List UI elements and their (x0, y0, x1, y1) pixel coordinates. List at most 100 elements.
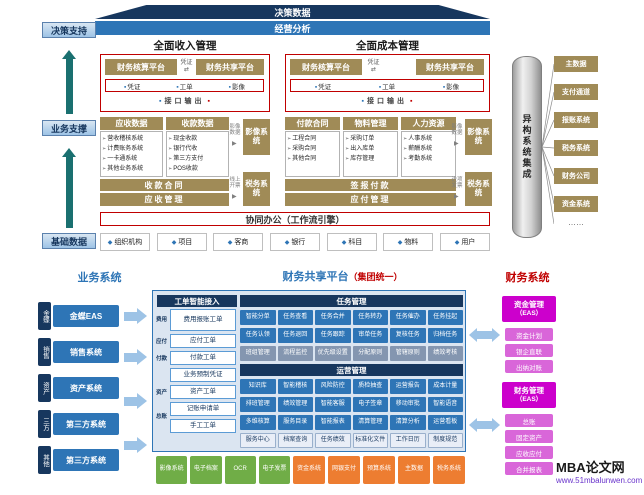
hr-systems-list: 人事系统薪酬系统考勤系统 (401, 131, 456, 177)
collaboration-workflow-bar: 协同办公（工作流引擎） (100, 212, 490, 226)
receivable-data-header: 应收数据 (100, 117, 163, 130)
fund-management-box: 资金管理 （EAS） (502, 296, 556, 322)
list-item: 人事系统 (403, 134, 454, 144)
list-item: 出入库单 (345, 144, 396, 154)
finance-management-title: 财务管理 (514, 385, 544, 395)
voucher-link-label: 凭证 (367, 60, 380, 66)
workorder-access-box: 付款工单 (170, 351, 236, 365)
fund-management-title: 资金管理 (514, 299, 544, 309)
business-system-box: 金蝶EAS (53, 305, 119, 327)
workorder-access-box: 记账申请单 (170, 402, 236, 416)
task-cell: 流程监控 (277, 346, 313, 361)
small-arrow-icon: ▶ (232, 194, 237, 200)
shared-platform-title-sub: （集团统一） (348, 271, 403, 282)
ops-cell: 成本计量 (427, 379, 463, 394)
heterogeneous-integration-cylinder: 异构系统集成 (512, 56, 542, 238)
finance-module-box: 合并报表 (505, 462, 553, 475)
list-item: 第三方支付 (168, 154, 227, 164)
base-data-label: 项目 (178, 239, 193, 246)
workorder-access-box: 应付工单 (170, 334, 236, 348)
sign-payment-bar: 签报付款 (285, 179, 456, 191)
support-system-box: 主数据 (398, 456, 430, 484)
task-row: 任务认领任务退回任务跟踪审单任务复核任务归档任务 (240, 328, 463, 343)
integrated-system-box: 报账系统 (554, 112, 598, 128)
ops-support-row: 服务中心档案查询任务绩效标准化文件工作日历制度规范 (240, 433, 463, 448)
output-square-icon: ▪ (159, 97, 162, 105)
small-arrow-icon: ▶ (454, 141, 459, 147)
base-data-label: 物料 (404, 239, 419, 246)
task-rule-row: 班组管理流程监控优先级设置分配原则管辖原则绩效考核 (240, 346, 463, 361)
ops-cell: 服务中心 (240, 433, 276, 448)
data-type-chip: 凭证 (315, 81, 331, 91)
base-data-label: 组织机构 (114, 239, 143, 246)
data-type-chip: 影像 (443, 81, 459, 91)
integrated-system-box: 财务公司 (554, 168, 598, 184)
access-category-label: 应付 (156, 339, 168, 345)
access-category-label: 资产 (156, 390, 168, 396)
base-data-item: ◆ 客商 (213, 233, 263, 251)
cost-tax-note: 进项发票 (451, 177, 463, 190)
data-diamond-icon: ◆ (284, 239, 290, 246)
list-item: 其他合同 (287, 154, 338, 164)
list-item: 考勤系统 (403, 154, 454, 164)
task-cell: 管辖原则 (390, 346, 426, 361)
task-cell: 智能分单 (240, 310, 276, 325)
data-diamond-icon: ◆ (341, 239, 347, 246)
operations-management-header: 运营管理 (240, 364, 463, 376)
business-category-tab: 其他 (38, 446, 51, 474)
task-cell: 任务认领 (240, 328, 276, 343)
task-cell: 分配原则 (352, 346, 388, 361)
base-data-item: ◆ 用户 (440, 233, 490, 251)
support-system-box: 影像系统 (156, 456, 188, 484)
hr-header: 人力资源 (401, 117, 456, 130)
revenue-voucher-link: 凭证 ⇄ (178, 60, 195, 73)
list-item: 现金收款 (168, 134, 227, 144)
access-category-label: 付款 (156, 356, 168, 362)
integrated-system-ellipsis: …… (568, 217, 584, 227)
finance-management-sub: （EAS） (515, 395, 543, 403)
list-item: 工程合同 (287, 134, 338, 144)
interface-output-label: 接口输出 (164, 98, 205, 105)
payment-contract-header: 付款合同 (285, 117, 340, 130)
ops-cell: 工作日历 (390, 433, 426, 448)
integration-connector-lines (542, 63, 554, 225)
interface-output-label: 接口输出 (367, 98, 407, 105)
data-type-chip: 凭证 (124, 81, 140, 91)
revenue-section-title: 全面收入管理 (153, 39, 217, 52)
watermark-url: www.51mbalunwen.com (556, 476, 643, 485)
task-cell: 任务挂起 (427, 310, 463, 325)
cost-sharing-platform-box: 财务共享平台 (416, 59, 484, 75)
ops-cell: 智能报表 (315, 415, 351, 430)
cost-voucher-link: 凭证 ⇄ (365, 60, 382, 73)
support-system-box: 资金系统 (293, 456, 325, 484)
collection-contract-bar: 收款合同 (100, 179, 229, 191)
fund-module-box: 资金计划 (505, 328, 553, 341)
output-square-icon: ▪ (361, 97, 364, 105)
ops-row: 排班管理绩效管理智能客服电子签章移动审批智能语音 (240, 397, 463, 412)
ops-cell: 任务绩效 (315, 433, 351, 448)
base-data-label: 科目 (348, 239, 363, 246)
list-item: 一卡通系统 (102, 154, 161, 164)
ops-cell: 移动审批 (390, 397, 426, 412)
finance-management-box: 财务管理 （EAS） (502, 382, 556, 408)
revenue-image-note: 影像数据 (229, 124, 241, 137)
finance-module-box: 固定资产 (505, 430, 553, 443)
list-item: 银行代收 (168, 144, 227, 154)
task-cell: 任务催办 (390, 310, 426, 325)
ops-cell: 档案查询 (277, 433, 313, 448)
support-system-box: 预算系统 (363, 456, 395, 484)
small-arrow-icon: ▶ (454, 194, 459, 200)
list-item: 采购订单 (345, 134, 396, 144)
revenue-datatypes-strip: 凭证工单影像 (105, 79, 264, 92)
business-analysis-bar: 经营分析 (95, 21, 490, 35)
ops-cell: 智能稽核 (277, 379, 313, 394)
integrated-system-box: 资金系统 (554, 196, 598, 212)
ops-cell: 知识库 (240, 379, 276, 394)
shared-platform-title-main: 财务共享平台 (282, 271, 349, 283)
finance-systems-title: 财务系统 (505, 272, 550, 284)
data-type-chip: 工单 (379, 81, 395, 91)
data-type-chip: 工单 (176, 81, 193, 91)
ops-cell: 质检抽查 (352, 379, 388, 394)
